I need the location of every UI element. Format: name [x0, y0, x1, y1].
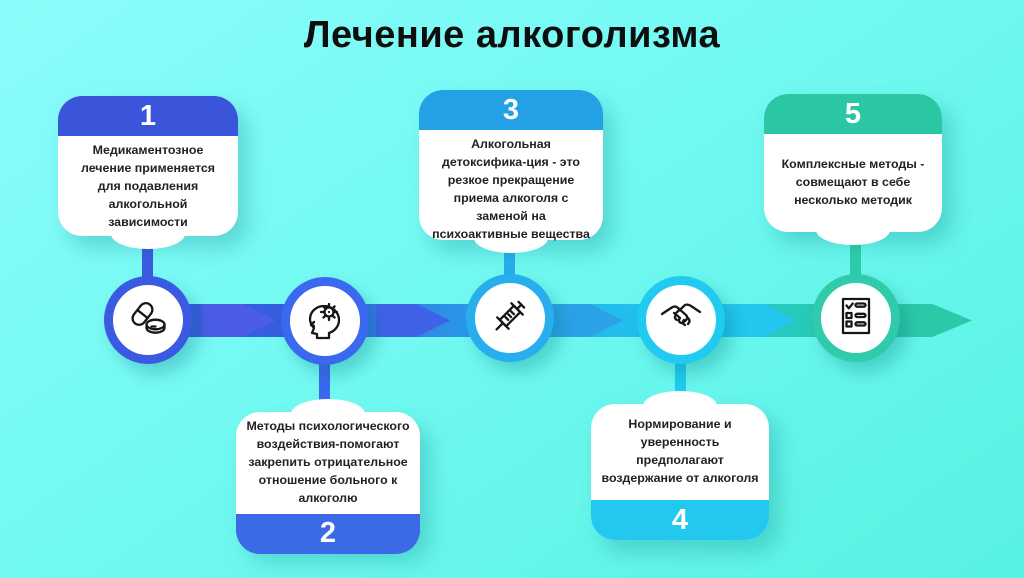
step-3-callout: 3 Алкогольная детоксифика-ция - это резк… — [419, 90, 603, 253]
step-3-description: Алкогольная детоксифика-ция - это резкое… — [432, 137, 590, 241]
checklist-icon — [832, 292, 880, 345]
step-4-number-badge: 4 — [591, 500, 769, 540]
step-3-number-badge: 3 — [419, 90, 603, 130]
timeline-node-1 — [104, 276, 192, 364]
step-5-callout: 5 Комплексные методы - совмещают в себе … — [764, 94, 942, 245]
step-5-number-badge: 5 — [764, 94, 942, 134]
step-2-number-badge: 2 — [236, 513, 420, 554]
syringe-icon — [486, 292, 534, 345]
step-5-description: Комплексные методы - совмещают в себе не… — [781, 157, 925, 207]
connector-stem-5 — [850, 228, 861, 300]
page-title: Лечение алкоголизма — [303, 14, 721, 56]
step-1-callout: 1 Медикаментозное лечение применяется дл… — [58, 96, 238, 249]
step-4-callout: Нормирование и уверенность предполагают … — [591, 391, 769, 540]
step-4-number: 4 — [671, 503, 689, 536]
step-5-number: 5 — [844, 97, 862, 130]
connector-stem-4 — [675, 345, 686, 417]
timeline-node-5 — [812, 274, 900, 362]
timeline-node-3 — [466, 274, 554, 362]
connector-stem-3 — [504, 228, 515, 300]
step-1-number-badge: 1 — [58, 96, 238, 136]
connector-stem-1 — [142, 230, 153, 300]
callout-tail-1 — [111, 219, 185, 249]
step-4-description: Нормирование и уверенность предполагают … — [601, 417, 759, 485]
step-3-number: 3 — [502, 93, 520, 126]
connector-stem-2 — [319, 345, 330, 425]
pills-icon — [124, 294, 172, 347]
timeline-node-2 — [281, 277, 369, 365]
step-2-description: Методы психологического воздействия-помо… — [246, 419, 410, 505]
head-gears-icon — [301, 295, 349, 348]
callout-tail-3 — [474, 223, 548, 253]
handshake-icon — [657, 294, 705, 347]
callout-tail-5 — [816, 215, 890, 245]
step-2-callout: Методы психологического воздействия-помо… — [236, 399, 420, 554]
step-2-number: 2 — [319, 517, 337, 550]
step-1-description: Медикаментозное лечение применяется для … — [80, 143, 215, 229]
step-1-number: 1 — [139, 99, 157, 132]
callout-tail-2 — [291, 399, 365, 429]
callout-tail-4 — [643, 391, 717, 421]
timeline-node-4 — [637, 276, 725, 364]
